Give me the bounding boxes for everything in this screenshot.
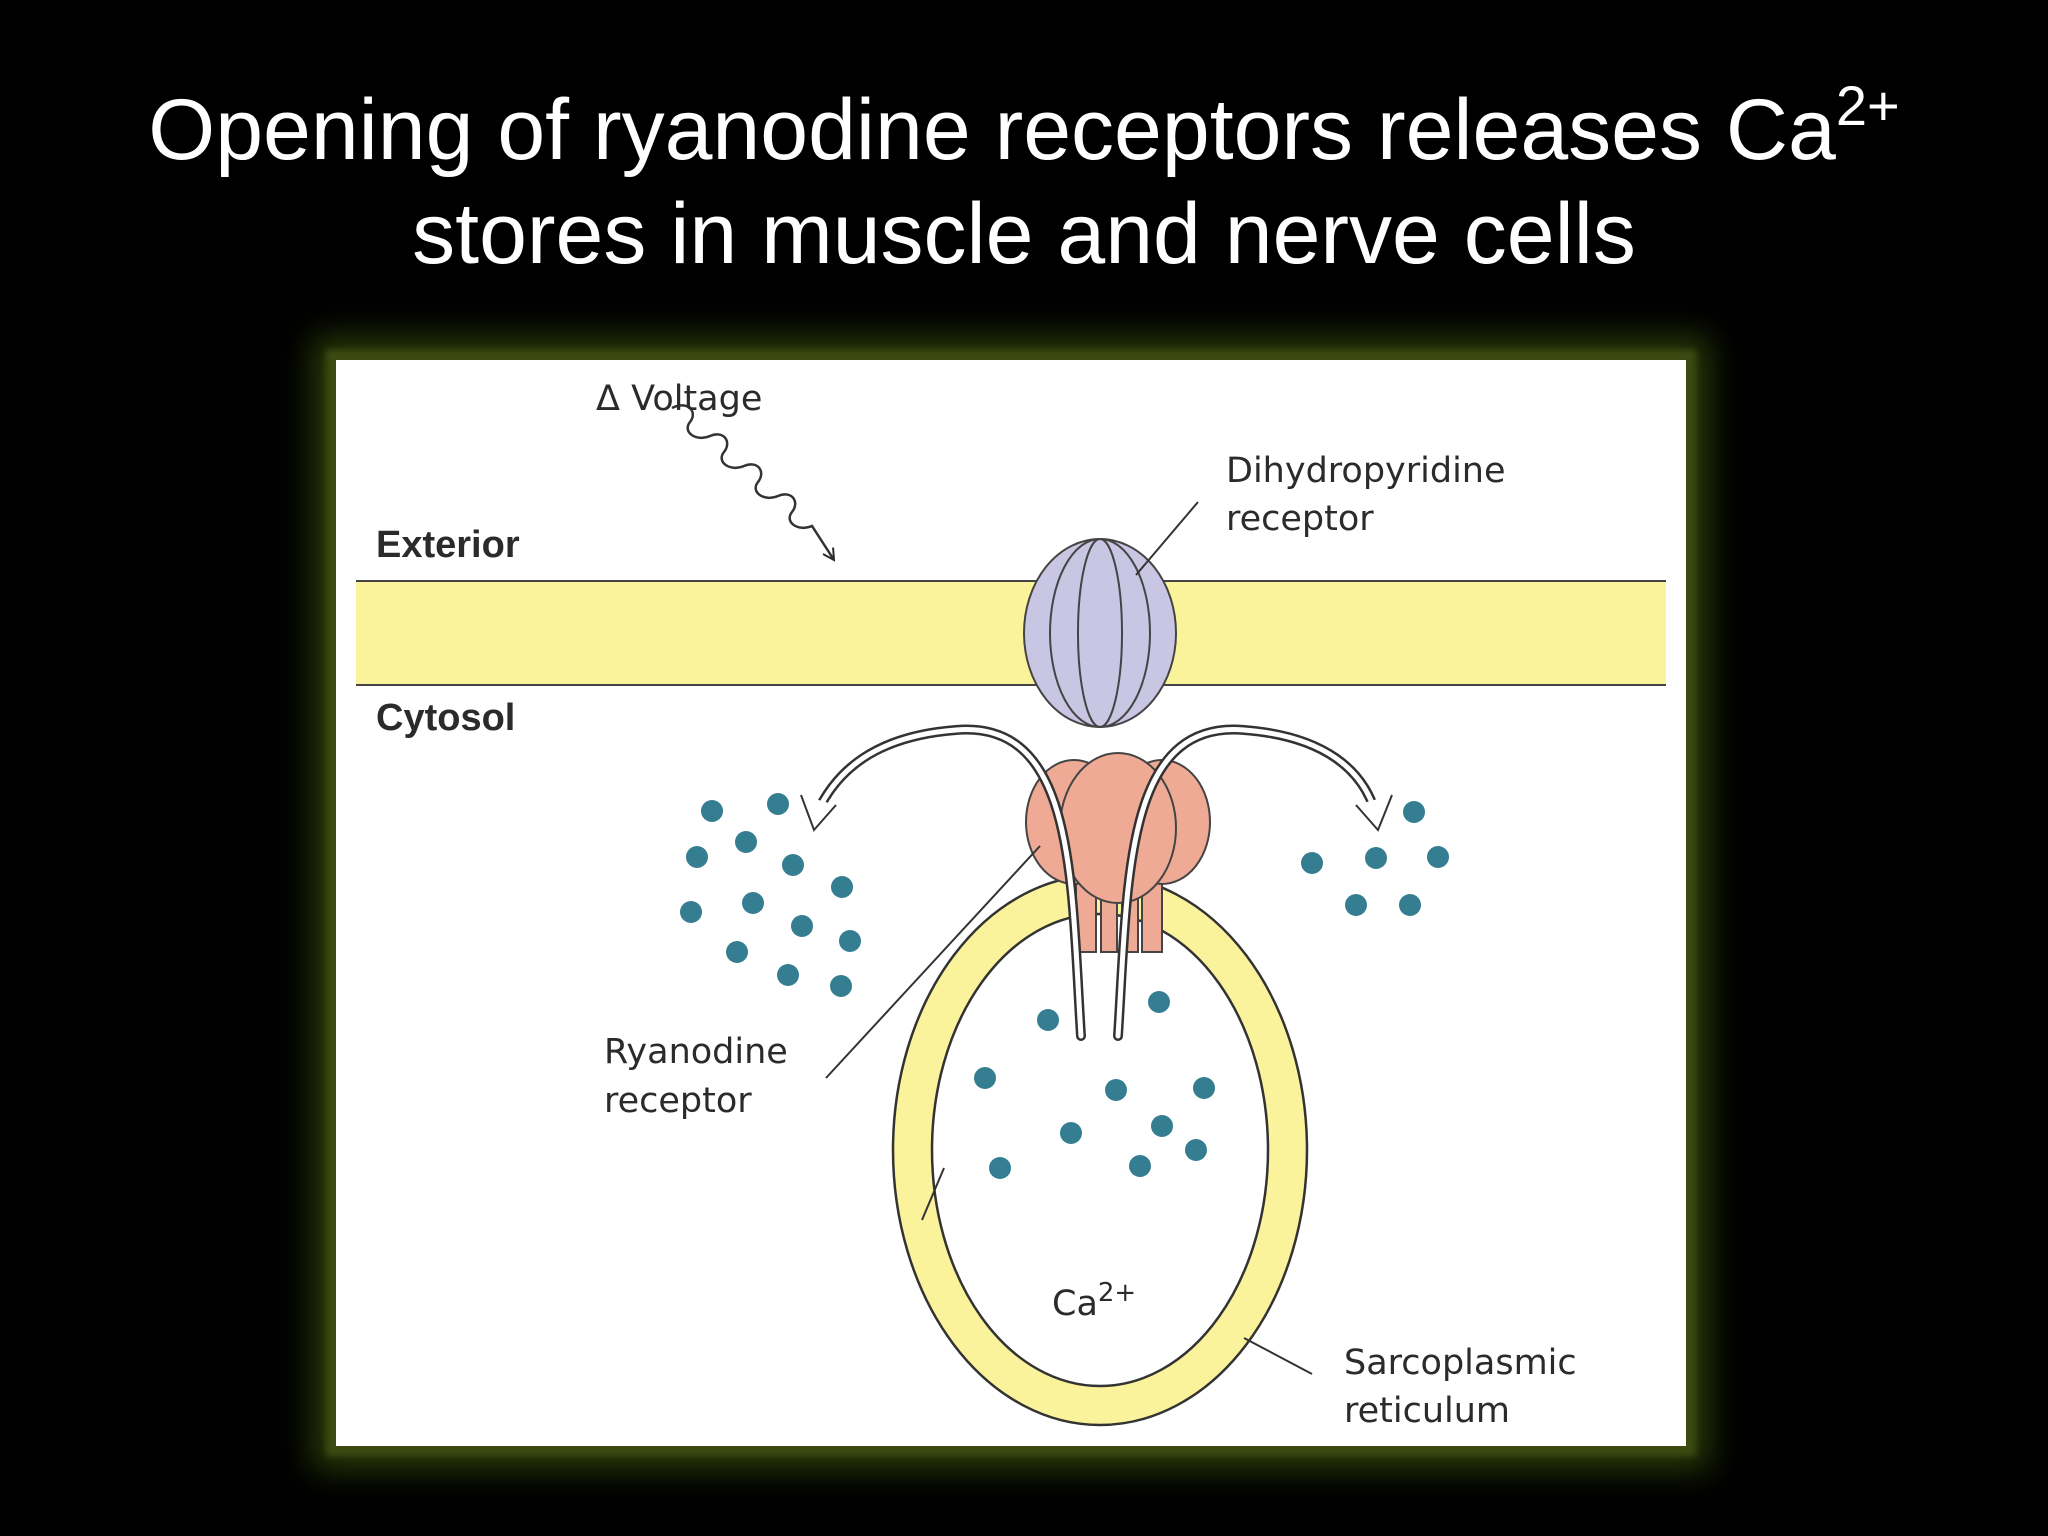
- calcium-ion: [1037, 1009, 1059, 1031]
- sr-leader-line: [1243, 1337, 1313, 1375]
- calcium-ion: [686, 846, 708, 868]
- calcium-ion: [1193, 1077, 1215, 1099]
- cytosolic-calcium-cluster-right: [1301, 801, 1449, 916]
- calcium-ion: [1060, 1122, 1082, 1144]
- exterior-label: Exterior: [376, 524, 520, 566]
- calcium-ion: [1185, 1139, 1207, 1161]
- calcium-ion: [1301, 852, 1323, 874]
- dihydropyridine-receptor: [1023, 538, 1177, 728]
- calcium-ion: [726, 941, 748, 963]
- figure-panel: Δ Voltage Exterior Cytosol Dihydropyridi…: [336, 360, 1686, 1446]
- voltage-signal-arrow: [671, 404, 834, 560]
- calcium-release-diagram: Δ Voltage Exterior Cytosol Dihydropyridi…: [356, 379, 1666, 1431]
- calcium-ion: [701, 800, 723, 822]
- calcium-ion: [831, 876, 853, 898]
- sarcoplasmic-reticulum: [891, 873, 1309, 1427]
- luminal-calcium-ions: [974, 991, 1215, 1179]
- dhp-receptor-label: Dihydropyridine receptor: [1226, 451, 1517, 539]
- calcium-label: Ca2+: [1052, 1278, 1136, 1324]
- calcium-ion: [989, 1157, 1011, 1179]
- calcium-ion: [1129, 1155, 1151, 1177]
- calcium-ion: [830, 975, 852, 997]
- calcium-release-pathway-right: [1113, 724, 1393, 1041]
- dhp-leader-line: [1135, 501, 1199, 576]
- slide-title: Opening of ryanodine receptors releases …: [0, 78, 2048, 286]
- calcium-ion: [839, 930, 861, 952]
- ryanodine-receptor-label: Ryanodine receptor: [604, 1032, 799, 1121]
- calcium-ion: [742, 892, 764, 914]
- calcium-ion: [1365, 847, 1387, 869]
- plasma-membrane: [356, 580, 1666, 686]
- calcium-release-pathway-left: [800, 724, 1086, 1041]
- sarcoplasmic-reticulum-label: Sarcoplasmic reticulum: [1344, 1343, 1588, 1431]
- cytosol-label: Cytosol: [376, 697, 515, 739]
- calcium-ion: [680, 901, 702, 923]
- ryanodine-leader-line: [825, 845, 1041, 1079]
- calcium-ion: [1427, 846, 1449, 868]
- calcium-ion: [777, 964, 799, 986]
- title-line-1: Opening of ryanodine receptors releases …: [148, 82, 1836, 178]
- calcium-ion: [782, 854, 804, 876]
- calcium-ion: [767, 793, 789, 815]
- calcium-ion: [1403, 801, 1425, 823]
- calcium-ion: [1105, 1079, 1127, 1101]
- calcium-ion: [1148, 991, 1170, 1013]
- calcium-ion: [1399, 894, 1421, 916]
- calcium-ion: [974, 1067, 996, 1089]
- title-superscript: 2+: [1835, 74, 1900, 137]
- calcium-ion: [1345, 894, 1367, 916]
- calcium-ion: [791, 915, 813, 937]
- voltage-label: Δ Voltage: [596, 379, 762, 419]
- title-line-2: stores in muscle and nerve cells: [412, 186, 1636, 282]
- calcium-ion: [1151, 1115, 1173, 1137]
- cytosolic-calcium-cluster-left: [680, 793, 861, 997]
- calcium-ion: [735, 831, 757, 853]
- calcium-leader-line: [921, 1167, 945, 1221]
